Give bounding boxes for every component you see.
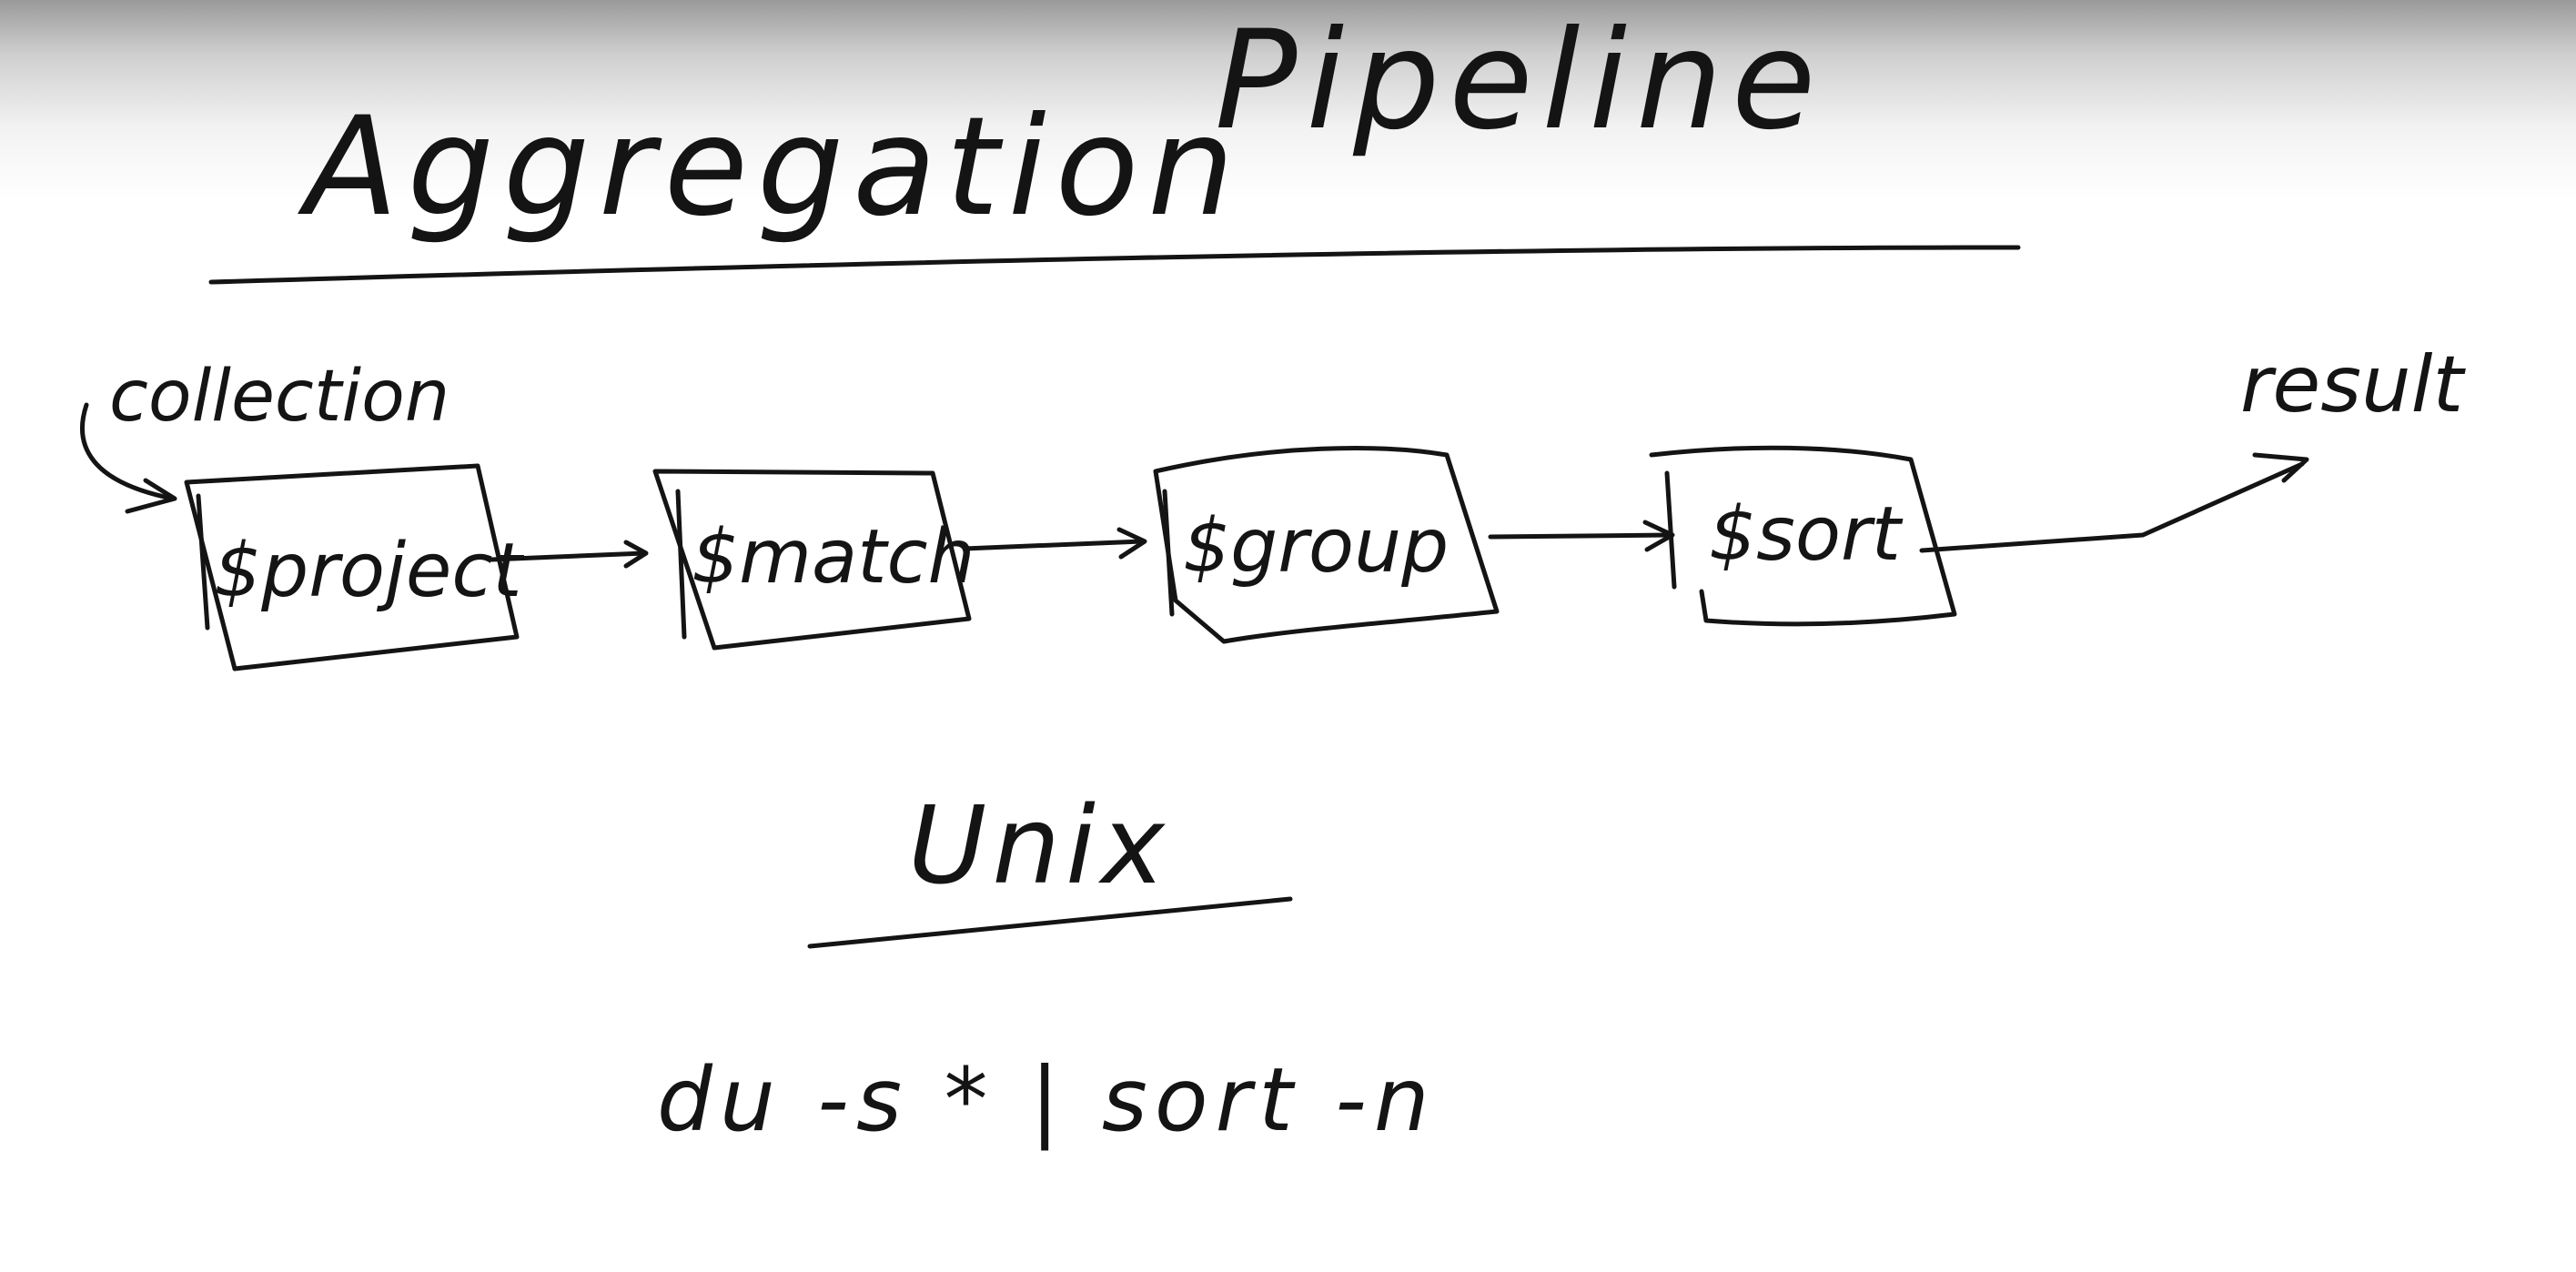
result-label: result: [2240, 339, 2466, 430]
stage-box-project: [184, 463, 520, 671]
unix-underline: [807, 896, 1293, 949]
unix-title: Unix: [908, 782, 1170, 908]
stage-box-project-tick: [196, 493, 210, 631]
stage-box-group-tick: [1162, 489, 1175, 617]
collection-arrowhead: [125, 478, 177, 514]
collection-arrow: [80, 402, 176, 501]
arrowhead-sort-to-result: [2252, 452, 2309, 483]
stage-label-project: $project: [214, 528, 524, 614]
stage-box-sort-tick: [1664, 470, 1677, 590]
stage-label-match: $match: [692, 514, 975, 601]
unix-command: du -s * | sort -n: [657, 1049, 1437, 1152]
arrowhead-project-to-match: [623, 540, 649, 569]
title-aggregation: Aggregation: [298, 88, 1243, 247]
stage-box-match: [652, 469, 972, 651]
stage-box-sort: [1649, 445, 1957, 627]
stage-box-match-tick: [675, 489, 687, 640]
title-pipeline: Pipeline: [1215, 2, 1824, 160]
stage-box-group: [1153, 446, 1500, 644]
arrow-match-to-group: [962, 539, 1145, 551]
stage-label-sort: $sort: [1709, 491, 1904, 578]
arrow-sort-to-result: [1919, 461, 2305, 553]
arrow-group-to-sort: [1488, 532, 1672, 540]
arrow-project-to-match: [489, 550, 647, 562]
title-underline: [208, 245, 2021, 285]
arrowhead-match-to-group: [1116, 527, 1147, 560]
stage-label-group: $group: [1183, 503, 1449, 590]
collection-label: collection: [109, 356, 450, 438]
